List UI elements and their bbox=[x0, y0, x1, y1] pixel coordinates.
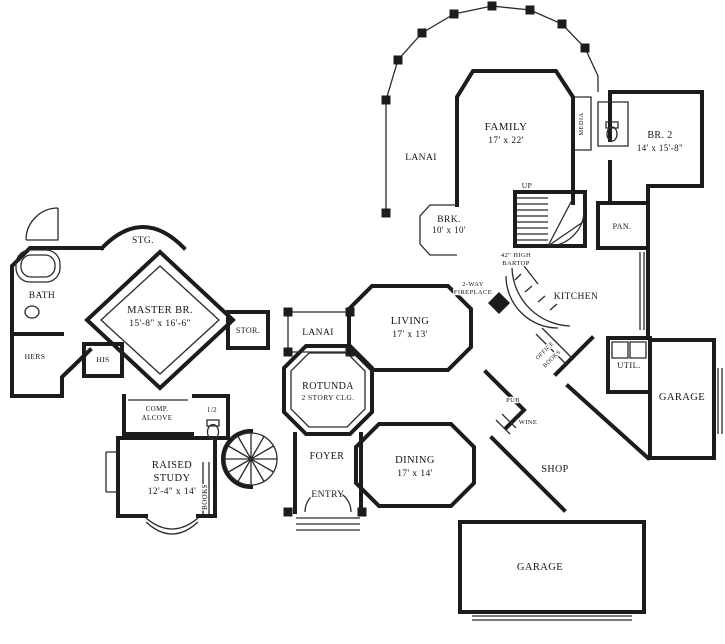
label-comp-1: COMP. bbox=[146, 405, 169, 413]
wine-shelves bbox=[495, 413, 517, 435]
label-wine: WINE bbox=[519, 419, 538, 426]
label-hers: HERS bbox=[25, 352, 46, 361]
label-stor: STOR. bbox=[236, 326, 260, 335]
label-br2: BR. 2 bbox=[647, 130, 672, 141]
label-rotunda: ROTUNDA bbox=[302, 381, 354, 392]
wall-stor-rotunda-foyer bbox=[226, 310, 374, 514]
label-pub: PUB bbox=[506, 397, 520, 404]
bathtub-inner bbox=[20, 254, 56, 278]
label-brk-dims: 10' x 10' bbox=[432, 225, 466, 235]
wall-living-dining-pub bbox=[347, 284, 527, 508]
label-master: MASTER BR. bbox=[127, 305, 193, 316]
labels-layer: FAMILY 17' x 22' MEDIA BR. 2 14' x 15'-8… bbox=[23, 111, 706, 574]
fixtures-layer bbox=[15, 1, 723, 621]
washer-dryer bbox=[611, 341, 647, 359]
label-bartop-2: BARTOP bbox=[502, 260, 530, 267]
label-his: HIS bbox=[96, 355, 109, 364]
label-stg: STG. bbox=[132, 236, 154, 246]
wall-stairs-pantry bbox=[513, 190, 650, 340]
label-living-dims: 17' x 13' bbox=[392, 330, 428, 340]
label-bartop-1: 42" HIGH bbox=[501, 252, 531, 259]
wall-left-wing bbox=[10, 225, 236, 398]
half-bath-toilet bbox=[206, 419, 220, 427]
label-rotunda-sub: 2 STORY CLG. bbox=[302, 393, 355, 402]
garage-bottom-door bbox=[472, 615, 632, 621]
master-ceiling-tray bbox=[100, 265, 220, 375]
bath-sink bbox=[24, 305, 40, 319]
label-study-dims: 12'-4" x 14' bbox=[148, 487, 197, 497]
bookshelf-study bbox=[202, 462, 210, 514]
bartop-island bbox=[505, 265, 571, 329]
wall-family-room bbox=[455, 69, 575, 207]
label-study-2: STUDY bbox=[153, 473, 190, 484]
label-brk: BRK. bbox=[437, 215, 461, 225]
label-lanai-mid: LANAI bbox=[302, 328, 334, 338]
label-pan: PAN. bbox=[613, 222, 632, 231]
garage-right-door bbox=[717, 368, 723, 434]
label-kitchen: KITCHEN bbox=[554, 292, 599, 302]
label-fireplace-1: 2-WAY bbox=[462, 281, 484, 288]
label-fireplace-2: FIREPLACE bbox=[454, 289, 492, 296]
label-living: LIVING bbox=[391, 316, 430, 327]
label-family: FAMILY bbox=[485, 121, 528, 133]
study-bay-window bbox=[105, 451, 199, 535]
br2-bath-toilet-bowl bbox=[606, 126, 618, 142]
kitchen-counters bbox=[639, 252, 645, 330]
label-books: BOOKS bbox=[201, 484, 209, 510]
lanai-columns bbox=[283, 1, 590, 517]
label-lanai-top: LANAI bbox=[405, 153, 437, 163]
label-entry: ENTRY bbox=[311, 490, 344, 500]
office-shelves bbox=[535, 327, 573, 365]
label-dining-dims: 17' x 14' bbox=[397, 469, 433, 479]
label-dining: DINING bbox=[395, 455, 435, 466]
label-shop: SHOP bbox=[541, 464, 568, 475]
label-util: UTIL. bbox=[617, 360, 640, 370]
bathtub bbox=[15, 249, 61, 283]
wall-alcove-study bbox=[116, 394, 230, 518]
label-family-dims: 17' x 22' bbox=[488, 136, 524, 146]
wall-right-wing-garages-shop bbox=[458, 335, 716, 614]
label-master-dims: 15'-8" x 16'-6" bbox=[129, 319, 191, 329]
label-study-1: RAISED bbox=[152, 460, 192, 471]
half-bath-toilet-bowl bbox=[206, 423, 220, 441]
walls-layer bbox=[10, 69, 716, 614]
shower-fan bbox=[25, 207, 59, 241]
wall-bedroom2 bbox=[608, 90, 704, 205]
label-bath: BATH bbox=[29, 291, 55, 301]
fireplace-2way bbox=[488, 292, 510, 314]
label-foyer: FOYER bbox=[310, 451, 345, 462]
label-comp-2: ALCOVE bbox=[142, 414, 173, 422]
label-garage-bottom: GARAGE bbox=[517, 562, 563, 573]
spiral-stair-treads bbox=[225, 433, 277, 485]
rotunda-inner-ring bbox=[290, 352, 366, 428]
entry-steps bbox=[296, 517, 360, 531]
label-media: MEDIA bbox=[578, 112, 585, 135]
label-br2-dims: 14' x 15'-8" bbox=[637, 143, 683, 153]
br2-bath-toilet bbox=[605, 121, 619, 129]
label-half-bath: 1/2 bbox=[207, 406, 217, 414]
entry-door-swings bbox=[304, 489, 352, 513]
label-up: UP bbox=[522, 181, 532, 190]
stair-treads bbox=[517, 197, 585, 247]
wall-spiral-enclosure bbox=[220, 428, 254, 490]
label-garage-right: GARAGE bbox=[659, 392, 705, 403]
